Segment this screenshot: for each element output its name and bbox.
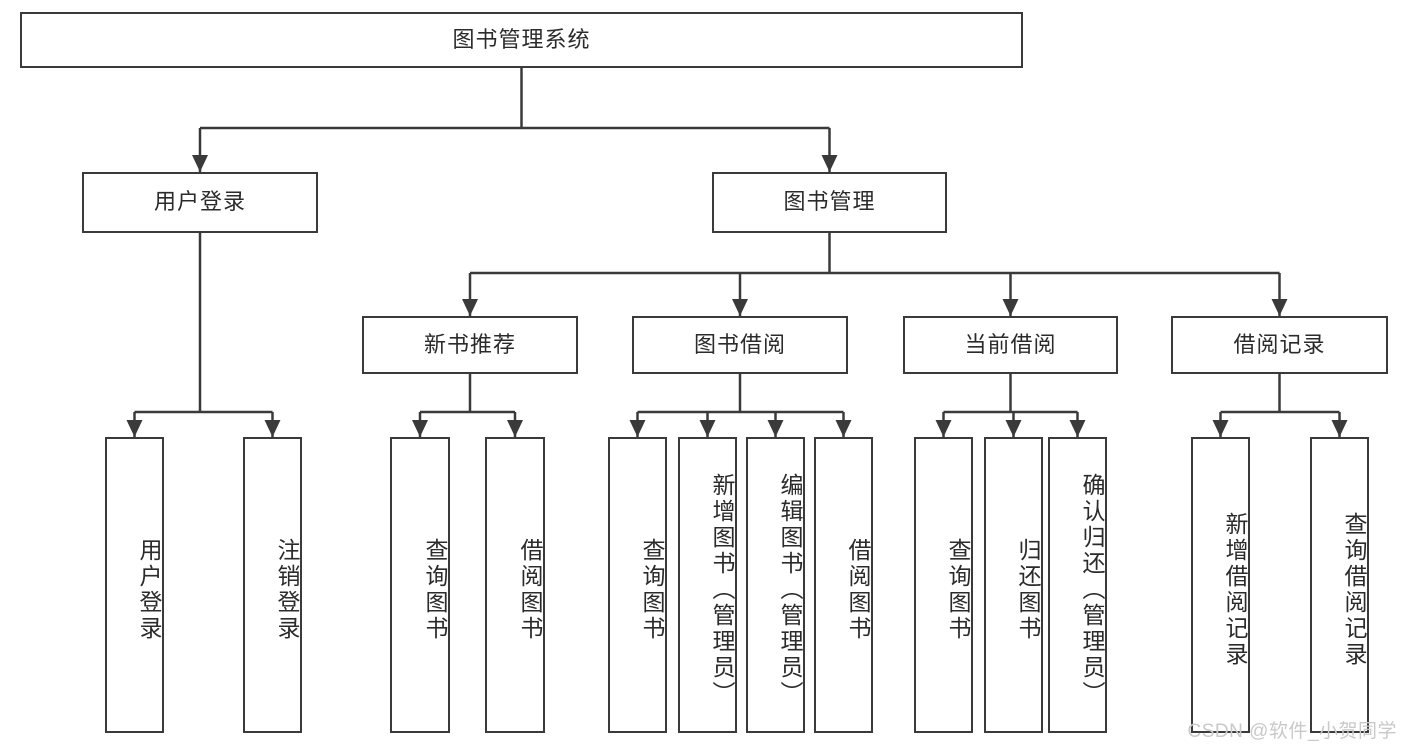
edge-arrowhead (264, 420, 281, 437)
node-leaf-6[interactable]: 新增图书（管理员） (678, 437, 737, 733)
node-label: 注销登录 (274, 538, 300, 642)
node-user-login[interactable]: 用户登录 (82, 172, 318, 233)
node-label: 借阅图书 (845, 538, 871, 642)
node-leaf-13[interactable]: 查询借阅记录 (1310, 437, 1369, 733)
edge-arrowhead (507, 420, 523, 437)
edge-arrowhead (412, 420, 428, 437)
node-label: 图书管理系统 (452, 26, 591, 52)
edge-arrowhead (821, 155, 838, 172)
node-leaf-3[interactable]: 查询图书 (390, 437, 450, 733)
node-leaf-11[interactable]: 确认归还（管理员） (1048, 437, 1107, 733)
node-label: 当前借阅 (964, 331, 1057, 357)
edge-arrowhead (767, 420, 784, 437)
edge-arrowhead (1331, 420, 1348, 437)
node-leaf-5[interactable]: 查询图书 (608, 437, 667, 733)
node-label: 查询借阅记录 (1341, 512, 1367, 668)
edge-arrowhead (1271, 299, 1288, 316)
node-label: 用户登录 (136, 538, 162, 642)
edge-arrowhead (835, 420, 852, 437)
node-leaf-2[interactable]: 注销登录 (243, 437, 302, 733)
node-leaf-4[interactable]: 借阅图书 (485, 437, 545, 733)
node-label: 图书管理 (783, 189, 876, 215)
edge-arrowhead (732, 299, 748, 316)
edge-arrowhead (1005, 420, 1022, 437)
node-label: 用户登录 (153, 189, 246, 215)
node-label: 确认归还（管理员） (1079, 473, 1105, 707)
edge-arrowhead (1212, 420, 1229, 437)
node-leaf-8[interactable]: 借阅图书 (814, 437, 873, 733)
node-borrow-record[interactable]: 借阅记录 (1171, 316, 1388, 374)
watermark-text: CSDN @软件_小贺同学 (1187, 721, 1397, 742)
node-label: 新增图书（管理员） (709, 473, 735, 707)
node-leaf-12[interactable]: 新增借阅记录 (1191, 437, 1250, 733)
node-label: 借阅图书 (517, 538, 543, 642)
node-label: 新增借阅记录 (1222, 512, 1248, 668)
edge-arrowhead (1069, 420, 1086, 437)
node-label: 查询图书 (639, 538, 665, 642)
node-label: 借阅记录 (1233, 331, 1326, 357)
node-new-book-recommend[interactable]: 新书推荐 (362, 316, 578, 374)
node-label: 新书推荐 (423, 331, 516, 357)
node-current-borrow[interactable]: 当前借阅 (903, 316, 1118, 374)
edge-arrowhead (462, 299, 478, 316)
node-label: 查询图书 (422, 538, 448, 642)
node-leaf-10[interactable]: 归还图书 (984, 437, 1043, 733)
node-book-management[interactable]: 图书管理 (712, 172, 947, 233)
node-leaf-7[interactable]: 编辑图书（管理员） (746, 437, 805, 733)
node-book-borrow[interactable]: 图书借阅 (632, 316, 848, 374)
edge-arrowhead (192, 155, 208, 172)
edge-arrowhead (935, 420, 952, 437)
edge-arrowhead (629, 420, 646, 437)
node-label: 查询图书 (945, 538, 971, 642)
node-label: 图书借阅 (693, 331, 786, 357)
node-label: 归还图书 (1015, 538, 1041, 642)
node-label: 编辑图书（管理员） (777, 473, 803, 707)
node-leaf-9[interactable]: 查询图书 (914, 437, 973, 733)
edge-arrowhead (126, 420, 143, 437)
edge-arrowhead (1002, 299, 1019, 316)
node-root[interactable]: 图书管理系统 (20, 12, 1023, 68)
node-leaf-1[interactable]: 用户登录 (105, 437, 164, 733)
edge-arrowhead (699, 420, 716, 437)
